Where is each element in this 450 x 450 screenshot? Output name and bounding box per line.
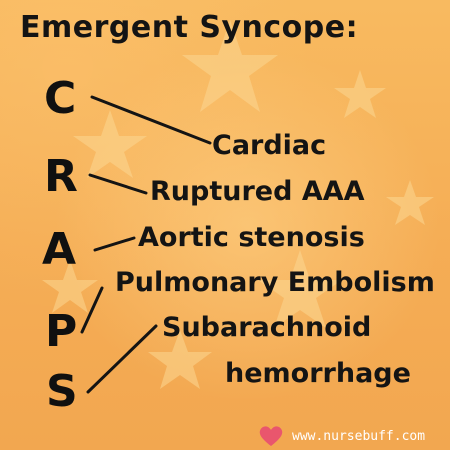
connector-c <box>90 95 212 145</box>
term-cardiac: Cardiac <box>212 130 327 161</box>
heart-icon <box>259 426 283 446</box>
star-shape <box>386 180 434 225</box>
page-title: Emergent Syncope: <box>20 10 359 45</box>
acronym-letter-r: R <box>44 151 78 202</box>
star-shape <box>182 20 278 112</box>
acronym-letter-p: P <box>45 306 78 357</box>
term-pulmonary-embolism: Pulmonary Embolism <box>115 267 435 298</box>
star-shape <box>334 70 386 118</box>
term-aortic-stenosis: Aortic stenosis <box>138 222 365 253</box>
term-hemorrhage: hemorrhage <box>225 358 411 389</box>
connector-s <box>86 324 158 394</box>
acronym-letter-a: A <box>42 224 77 275</box>
star-shape <box>148 330 212 389</box>
term-ruptured-aaa: Ruptured AAA <box>150 176 365 207</box>
term-subarachnoid: Subarachnoid <box>162 312 372 343</box>
connector-r <box>88 173 148 195</box>
acronym-letter-c: C <box>44 73 77 124</box>
star-shape <box>73 110 147 178</box>
star-shape <box>258 250 342 328</box>
connector-p <box>80 286 104 334</box>
website-url: www.nursebuff.com <box>292 428 426 444</box>
connector-a <box>93 236 136 252</box>
acronym-letter-s: S <box>46 366 78 417</box>
star-shape <box>42 260 98 313</box>
footer: www.nursebuff.com <box>258 425 425 447</box>
